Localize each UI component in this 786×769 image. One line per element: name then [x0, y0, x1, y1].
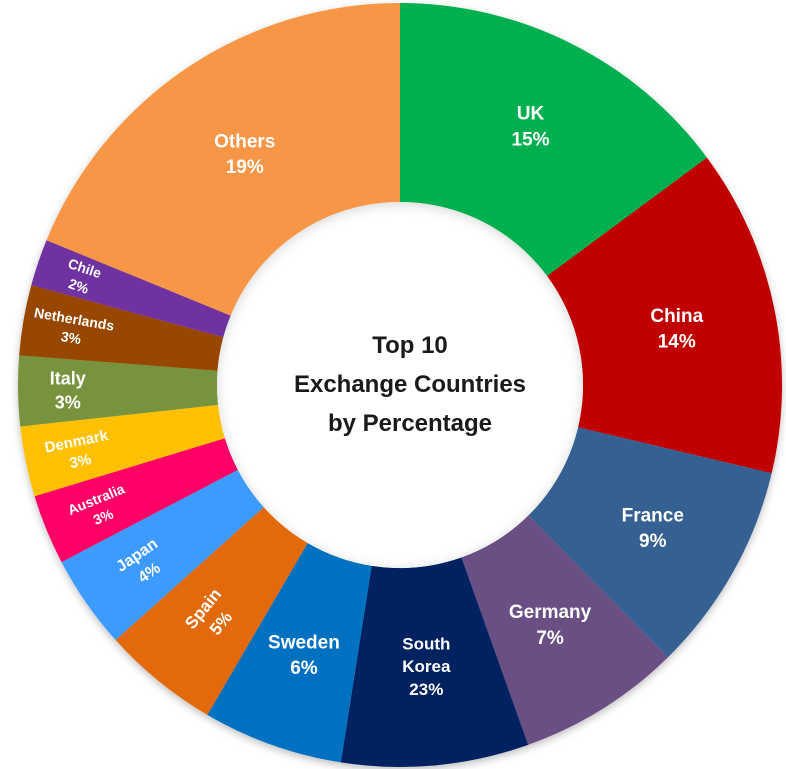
slice-pct-australia: 3% — [91, 505, 116, 528]
slice-label-germany: Germany 7% — [509, 602, 592, 649]
slice-pct-france: 9% — [639, 531, 667, 552]
slice-pct-uk: 15% — [512, 129, 550, 150]
center-hole-circle — [217, 202, 583, 568]
labels-group: UK 15% China 14% France 9% Germany 7% SouthKorea… — [33, 104, 704, 699]
slice-south-korea — [340, 557, 529, 767]
slice-label-italy: Italy 3% — [50, 368, 86, 412]
slice-name-germany: Germany — [509, 602, 592, 623]
slice-pct-italy: 3% — [55, 393, 81, 413]
slice-uk — [400, 3, 707, 277]
slice-pct-south-korea: 23% — [409, 680, 443, 699]
slice-pct-netherlands: 3% — [60, 328, 83, 347]
slices-group — [18, 3, 782, 767]
slice-pct-others: 19% — [226, 157, 264, 178]
slice-name-south-korea-2: Korea — [402, 657, 451, 676]
slice-pct-china: 14% — [658, 332, 696, 353]
slice-name-china: China — [650, 306, 703, 327]
slice-chile — [31, 240, 231, 338]
center-title-line-3: by Percentage — [328, 410, 492, 437]
slice-label-france: France 9% — [622, 505, 684, 552]
center-hole: Top 10 Exchange Countries by Percentage — [217, 202, 583, 568]
slice-italy — [18, 355, 219, 427]
slice-australia — [34, 438, 238, 563]
slice-name-others: Others — [214, 131, 275, 152]
slice-spain — [115, 507, 308, 715]
slice-denmark — [20, 404, 225, 497]
slice-pct-germany: 7% — [536, 628, 564, 649]
slice-label-uk: UK 15% — [512, 104, 550, 151]
slice-name-uk: UK — [517, 104, 545, 125]
slice-name-italy: Italy — [50, 368, 86, 388]
slice-france — [528, 427, 772, 658]
slice-name-france: France — [622, 505, 684, 526]
center-title-line-2: Exchange Countries — [294, 371, 526, 398]
slice-japan — [61, 469, 264, 641]
slice-germany — [461, 515, 669, 745]
slice-name-sweden: Sweden — [268, 633, 340, 654]
slice-pct-denmark: 3% — [68, 451, 93, 472]
slice-netherlands — [19, 285, 224, 371]
slice-pct-chile: 2% — [67, 275, 92, 297]
slice-label-china: China 14% — [650, 306, 703, 353]
slice-name-south-korea: South — [402, 634, 450, 653]
slice-china — [547, 157, 782, 474]
slice-label-sweden: Sweden 6% — [268, 633, 340, 680]
slice-pct-sweden: 6% — [290, 658, 318, 679]
slice-sweden — [207, 543, 372, 763]
slice-others — [46, 3, 401, 316]
slice-label-others: Others 19% — [214, 131, 275, 178]
center-title-line-1: Top 10 — [372, 332, 448, 359]
